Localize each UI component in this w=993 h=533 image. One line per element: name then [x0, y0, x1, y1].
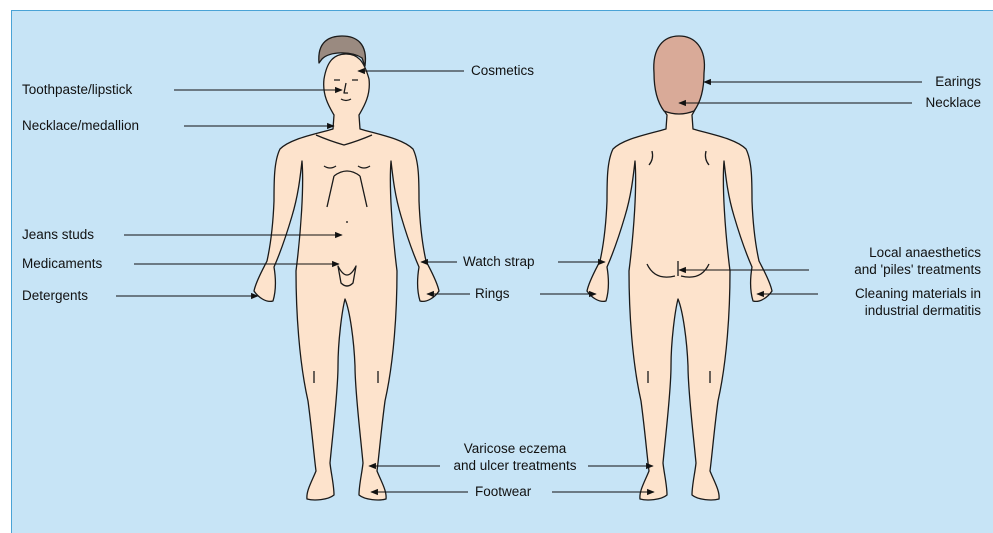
leader-lines: [116, 71, 922, 492]
label-earings: Earings: [935, 73, 981, 90]
front-figure: [254, 36, 439, 500]
label-cleaning-materials: Cleaning materials in industrial dermati…: [855, 285, 981, 319]
label-local-anaesthetics: Local anaesthetics and 'piles' treatment…: [854, 244, 981, 278]
label-cleaning-line1: Cleaning materials in: [855, 285, 981, 302]
figure-panel: Cosmetics Toothpaste/lipstick Necklace/m…: [11, 10, 993, 533]
back-body: [587, 54, 772, 500]
label-watch-strap: Watch strap: [463, 253, 535, 270]
label-necklace-medallion: Necklace/medallion: [22, 117, 139, 134]
label-local-line1: Local anaesthetics: [854, 244, 981, 261]
label-jeans-studs: Jeans studs: [22, 226, 94, 243]
back-hair: [654, 36, 705, 114]
label-varicose-line1: Varicose eczema: [438, 440, 592, 457]
label-detergents: Detergents: [22, 287, 88, 304]
label-local-line2: and 'piles' treatments: [854, 261, 981, 278]
label-cosmetics: Cosmetics: [471, 62, 534, 79]
label-cleaning-line2: industrial dermatitis: [855, 302, 981, 319]
label-toothpaste-lipstick: Toothpaste/lipstick: [22, 81, 132, 98]
label-varicose-eczema: Varicose eczema and ulcer treatments: [438, 440, 592, 474]
label-rings: Rings: [475, 285, 510, 302]
label-necklace: Necklace: [925, 94, 981, 111]
label-varicose-line2: and ulcer treatments: [438, 457, 592, 474]
label-footwear: Footwear: [475, 483, 531, 500]
back-figure: [587, 36, 772, 500]
label-medicaments: Medicaments: [22, 255, 102, 272]
front-body: [254, 54, 439, 500]
